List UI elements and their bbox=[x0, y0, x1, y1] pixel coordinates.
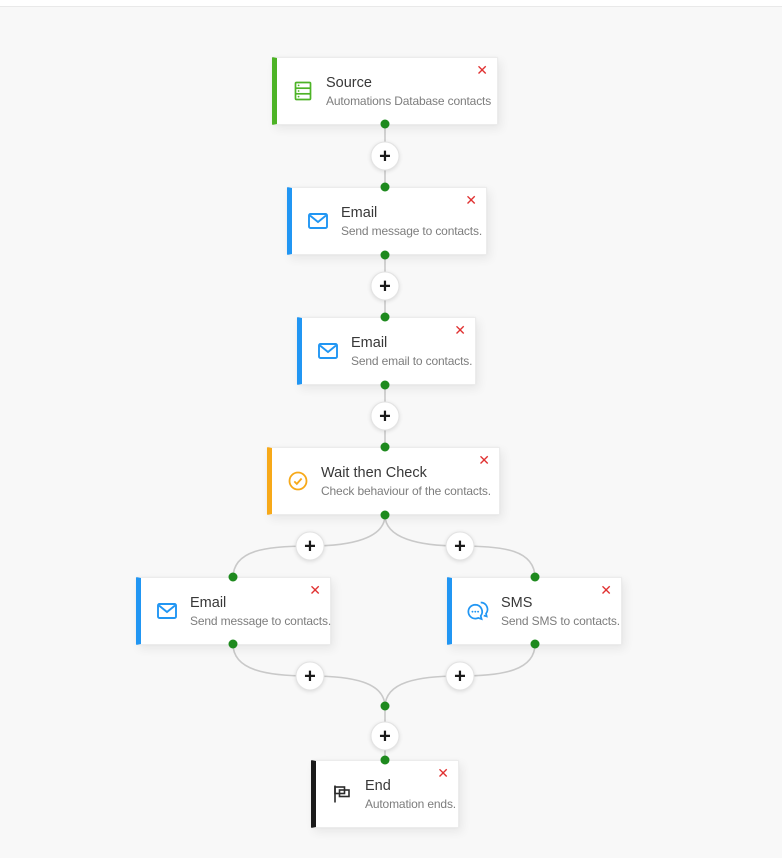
mail-icon bbox=[305, 208, 331, 234]
add-step-button[interactable]: + bbox=[370, 721, 400, 751]
connector-dot bbox=[380, 312, 390, 322]
node-email-branch[interactable]: Email Send message to contacts. ✕ bbox=[136, 577, 331, 645]
connector-dot bbox=[380, 182, 390, 192]
mail-icon bbox=[154, 598, 180, 624]
node-subtitle: Automation ends. bbox=[365, 796, 456, 811]
node-title: Wait then Check bbox=[321, 464, 427, 481]
node-title: SMS bbox=[501, 594, 533, 611]
node-end[interactable]: End Automation ends. ✕ bbox=[311, 760, 459, 828]
add-step-button[interactable]: + bbox=[370, 271, 400, 301]
connector-dot bbox=[228, 572, 238, 582]
delete-node-button[interactable]: ✕ bbox=[476, 62, 488, 78]
node-subtitle: Send message to contacts. bbox=[190, 613, 332, 628]
connector-dot bbox=[530, 639, 540, 649]
flag-icon bbox=[329, 781, 355, 807]
connector-dot bbox=[380, 755, 390, 765]
node-text: Email Send email to contacts. bbox=[351, 335, 472, 368]
connector-dot bbox=[380, 250, 390, 260]
add-step-button[interactable]: + bbox=[370, 401, 400, 431]
node-source[interactable]: Source Automations Database contacts ✕ bbox=[272, 57, 498, 125]
node-text: Source Automations Database contacts bbox=[326, 75, 491, 108]
node-title: Email bbox=[351, 334, 388, 351]
node-subtitle: Send SMS to contacts. bbox=[501, 613, 620, 628]
node-text: Email Send message to contacts. bbox=[341, 205, 482, 238]
connector-dot bbox=[228, 639, 238, 649]
node-subtitle: Send message to contacts. bbox=[341, 223, 483, 238]
add-step-button[interactable]: + bbox=[370, 141, 400, 171]
node-sms-branch[interactable]: SMS Send SMS to contacts. ✕ bbox=[447, 577, 622, 645]
connector-dot bbox=[380, 380, 390, 390]
connector-dot bbox=[530, 572, 540, 582]
node-subtitle: Check behaviour of the contacts. bbox=[321, 483, 491, 498]
node-title: Source bbox=[326, 74, 372, 91]
node-title: Email bbox=[190, 594, 227, 611]
database-icon bbox=[290, 78, 316, 104]
mail-icon bbox=[315, 338, 341, 364]
delete-node-button[interactable]: ✕ bbox=[600, 582, 612, 598]
node-title: End bbox=[365, 777, 391, 794]
add-step-button[interactable]: + bbox=[295, 661, 325, 691]
node-email-2[interactable]: Email Send email to contacts. ✕ bbox=[297, 317, 476, 385]
add-step-button[interactable]: + bbox=[445, 531, 475, 561]
connector-dot bbox=[380, 119, 390, 129]
node-text: SMS Send SMS to contacts. bbox=[501, 595, 620, 628]
node-text: End Automation ends. bbox=[365, 778, 456, 811]
delete-node-button[interactable]: ✕ bbox=[478, 452, 490, 468]
delete-node-button[interactable]: ✕ bbox=[437, 765, 449, 781]
connector-dot bbox=[380, 442, 390, 452]
delete-node-button[interactable]: ✕ bbox=[309, 582, 321, 598]
node-text: Email Send message to contacts. bbox=[190, 594, 332, 628]
node-subtitle: Automations Database contacts bbox=[326, 93, 492, 108]
check-circle-icon bbox=[285, 468, 311, 494]
node-wait-then-check[interactable]: Wait then Check Check behaviour of the c… bbox=[267, 447, 500, 515]
add-step-button[interactable]: + bbox=[295, 531, 325, 561]
node-title: Email bbox=[341, 204, 378, 221]
node-text: Wait then Check Check behaviour of the c… bbox=[321, 465, 491, 498]
connector-dot bbox=[380, 701, 390, 711]
node-subtitle: Send email to contacts. bbox=[351, 353, 473, 368]
node-email-1[interactable]: Email Send message to contacts. ✕ bbox=[287, 187, 487, 255]
chat-icon bbox=[465, 598, 491, 624]
top-bar bbox=[0, 0, 782, 7]
delete-node-button[interactable]: ✕ bbox=[454, 322, 466, 338]
add-step-button[interactable]: + bbox=[445, 661, 475, 691]
delete-node-button[interactable]: ✕ bbox=[465, 192, 477, 208]
connector-dot bbox=[380, 510, 390, 520]
